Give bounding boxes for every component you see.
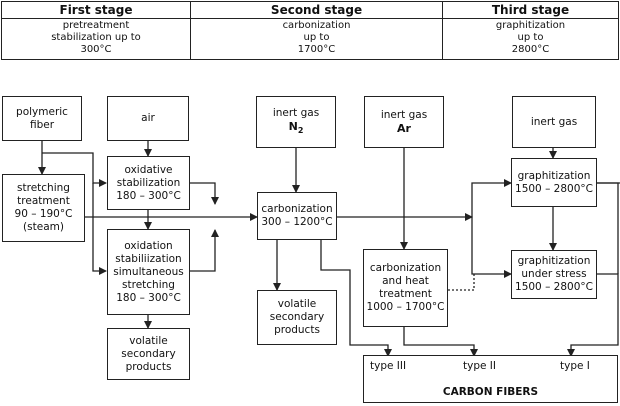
box-graphitization: graphitization 1500 – 2800°C <box>511 158 597 207</box>
type-i-label: type I <box>560 360 590 372</box>
box-inert-gas: inert gas <box>512 96 596 148</box>
stage-line: 300°C <box>80 44 112 55</box>
stage-title: Third stage <box>443 2 618 19</box>
box-line: oxidation <box>124 239 173 252</box>
stage-line: 1700°C <box>297 44 336 55</box>
stage-third: Third stage graphitization up to 2800°C <box>442 2 618 59</box>
box-line: air <box>141 112 155 124</box>
box-line: carbonization <box>261 203 333 215</box>
type-ii-label: type II <box>463 360 496 372</box>
box-line: under stress <box>521 268 587 280</box>
box-line: stretching <box>122 278 175 291</box>
box-inert-gas-n2: inert gas N2 <box>256 96 336 148</box>
box-oxidative-stabilization: oxidative stabilization 180 – 300°C <box>107 156 190 210</box>
stage-line: pretreatment <box>62 20 130 31</box>
box-line: fiber <box>29 118 55 131</box>
box-line: 300 – 1200°C <box>261 216 333 228</box>
box-line: stretching <box>17 182 70 194</box>
box-line: 180 – 300°C <box>116 189 181 202</box>
box-line: graphitization <box>517 255 591 267</box>
stage-line: stabilization up to <box>51 32 141 43</box>
stage-title: First stage <box>2 2 190 19</box>
stage-title: Second stage <box>191 2 442 19</box>
connector-polymeric-to-oxidative <box>42 152 107 187</box>
gas-subscript: 2 <box>297 126 304 136</box>
stage-line: up to <box>303 32 330 43</box>
box-line: treatment <box>17 195 70 207</box>
box-line: treatment <box>379 288 432 300</box>
connector-stress-to-type-i <box>567 273 619 357</box>
box-polymeric-fiber: polymeric fiber <box>2 96 82 141</box>
box-line: secondary <box>121 347 176 360</box>
stage-line: graphitization <box>495 20 566 31</box>
type-iii-label: type III <box>370 360 407 372</box>
stage-description: graphitization up to 2800°C <box>443 19 618 59</box>
stage-first: First stage pretreatment stabilization u… <box>2 2 190 59</box>
box-line: 180 – 300°C <box>116 291 181 304</box>
connector-carbonization-to-type-iii <box>320 240 392 357</box>
box-line: inert gas <box>272 106 320 119</box>
box-line: volatile <box>129 334 168 347</box>
gas-symbol: N <box>288 119 298 133</box>
box-line: secondary <box>269 311 325 323</box>
stage-line: carbonization <box>282 20 351 31</box>
connector-dotted-link <box>448 274 475 291</box>
carbon-fibers-box: type III type II type I CARBON FIBERS <box>363 355 618 403</box>
stage-second: Second stage carbonization up to 1700°C <box>190 2 442 59</box>
box-line: inert gas <box>380 109 428 121</box>
box-line: 1500 – 2800°C <box>515 281 593 293</box>
stage-table: First stage pretreatment stabilization u… <box>1 1 619 60</box>
box-line: stabilization <box>116 176 181 189</box>
box-carbonization: carbonization 300 – 1200°C <box>257 192 337 240</box>
box-line: carbonization <box>369 262 442 274</box>
connector-heat-treatment-to-type-ii <box>403 327 478 357</box>
gas-symbol: Ar <box>397 122 411 135</box>
connector-oxidative-out <box>190 182 219 205</box>
box-line: (steam) <box>23 221 64 233</box>
stage-description: carbonization up to 1700°C <box>191 19 442 59</box>
box-oxidation-simultaneous-stretching: oxidation stabiliization simultaneous st… <box>107 229 190 315</box>
connector-oxidation-stretching-out <box>190 229 219 272</box>
box-line: simultaneous <box>113 265 184 278</box>
connector-to-graphitization-stress <box>471 217 512 278</box>
box-line: volatile <box>277 298 317 310</box>
box-line: products <box>274 324 320 336</box>
box-line: polymeric <box>16 105 68 118</box>
box-inert-gas-ar: inert gas Ar <box>364 96 444 148</box>
box-line: inert gas <box>530 115 578 128</box>
stage-line: up to <box>517 32 544 43</box>
box-graphitization-under-stress: graphitization under stress 1500 – 2800°… <box>511 250 597 299</box>
box-line: products <box>125 360 172 373</box>
box-carbonization-heat-treatment: carbonization and heat treatment 1000 – … <box>363 249 448 327</box>
box-stretching-treatment: stretching treatment 90 – 190°C (steam) <box>2 174 85 242</box>
box-line: 1500 – 2800°C <box>515 182 593 195</box>
connector-polymeric-to-oxidation-stretching <box>92 183 107 275</box>
box-line: graphitization <box>517 169 591 182</box>
gas-formula: N2 <box>289 120 304 137</box>
box-line: stabiliization <box>115 252 182 265</box>
carbon-fibers-title: CARBON FIBERS <box>442 386 539 398</box>
box-line: 90 – 190°C <box>14 208 73 220</box>
box-line: 1000 – 1700°C <box>366 301 445 313</box>
connector-to-graphitization-top <box>471 179 512 217</box>
box-line: and heat <box>382 275 429 287</box>
stage-description: pretreatment stabilization up to 300°C <box>2 19 190 59</box>
box-volatile-products-first: volatile secondary products <box>107 328 190 380</box>
box-line: oxidative <box>124 163 173 176</box>
box-volatile-products-second: volatile secondary products <box>257 290 337 345</box>
stage-line: 2800°C <box>511 44 550 55</box>
connector-graphitization-right-drop <box>596 182 619 274</box>
box-air: air <box>107 96 189 141</box>
